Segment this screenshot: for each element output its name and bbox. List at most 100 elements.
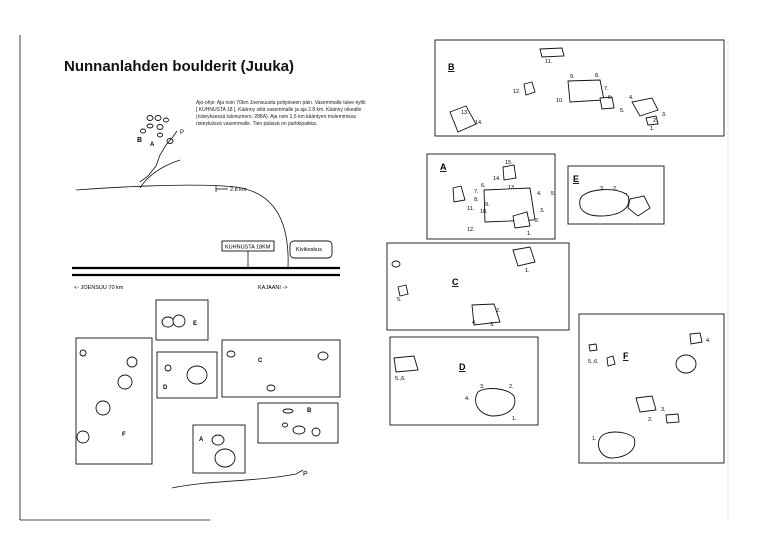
overview-boulder — [292, 425, 306, 435]
boulder-number: 2. — [535, 218, 540, 224]
overview-area-e — [155, 299, 209, 341]
overview-boulder — [172, 314, 186, 328]
boulder-number: 1. — [512, 416, 517, 422]
overview-boulder — [282, 408, 294, 414]
boulder-f-big — [675, 354, 697, 374]
boulder-f-3 — [635, 395, 657, 413]
boulder-b-6 — [599, 96, 615, 110]
overview-boulder — [95, 400, 111, 416]
boulder-e-main — [579, 189, 630, 217]
inset-boulder — [163, 117, 169, 123]
inset-label-b: B — [137, 137, 142, 144]
kivikeskus-sign — [289, 240, 333, 259]
boulder-f-1 — [598, 431, 636, 459]
boulder-c-5 — [397, 284, 409, 297]
inset-boulder — [146, 115, 154, 121]
boulder-number: 1. — [650, 126, 655, 132]
overview-label-d: D — [163, 385, 168, 391]
boulder-number: 13. — [461, 110, 469, 116]
overview-boulder — [126, 356, 138, 368]
boulder-b-13 — [449, 105, 477, 133]
boulder-b-12 — [523, 81, 536, 96]
overview-boulder — [76, 430, 90, 444]
boulder-f-small — [588, 343, 598, 352]
inset-boulder — [146, 123, 154, 129]
overview-boulder — [161, 316, 175, 328]
boulder-number: 6. — [608, 95, 613, 101]
access-path — [139, 130, 178, 183]
boulder-number: 11. — [545, 59, 553, 65]
joensuu-direction: <- JOENSUU 70 km — [74, 285, 124, 291]
overview-boulder — [79, 349, 87, 357]
overview-boulder — [282, 422, 288, 428]
boulder-number: 10. — [556, 98, 564, 104]
inset-parking-label: P — [180, 130, 184, 136]
boulder-number: 3. — [540, 208, 545, 214]
boulder-number: 2. — [648, 417, 653, 423]
boulder-number: 4. — [706, 338, 711, 344]
overview-boulder — [211, 434, 225, 446]
area-b-frame — [434, 39, 725, 137]
overview-label-c: C — [258, 358, 263, 364]
page-title: Nunnanlahden boulderit (Juuka) — [64, 58, 295, 75]
inset-boulder — [156, 124, 164, 130]
boulder-b-4 — [631, 97, 659, 117]
boulder-number: 5.,6. — [395, 376, 406, 382]
overview-label-b: B — [307, 408, 312, 414]
area-a-frame — [426, 153, 556, 240]
area-e-label: E — [573, 174, 579, 184]
boulder-number: 8. — [474, 197, 479, 203]
boulder-a-15 — [502, 164, 517, 181]
overview-area-c — [221, 339, 341, 398]
boulder-number: 1. — [592, 436, 597, 442]
boulder-e-1 — [627, 195, 651, 217]
overview-area-f — [75, 337, 153, 465]
overview-area-d — [156, 351, 218, 399]
boulder-number: 7. — [604, 86, 609, 92]
area-f-frame — [578, 313, 725, 464]
boulder-c-1 — [512, 246, 536, 267]
kuhnusta-sign-text: KUHNUSTA 18KM — [225, 245, 271, 251]
overview-label-f: F — [122, 432, 126, 438]
boulder-number: 14. — [493, 176, 501, 182]
area-map-f: F 5.,6. 4. 3. 2. 1. — [578, 313, 725, 464]
boulder-d-main — [475, 388, 516, 417]
overview-boulder — [311, 427, 321, 437]
boulder-number: 4. — [537, 191, 542, 197]
overview-boulder — [164, 364, 172, 372]
boulder-number: 5.,6. — [588, 359, 599, 365]
boulder-number: 2. — [509, 384, 514, 390]
area-b-label: B — [448, 62, 455, 72]
boulder-number: 3. — [662, 112, 667, 118]
kivikeskus-text: Kivikeskus — [296, 247, 322, 253]
area-c-frame — [386, 242, 570, 331]
boulder-number: 5. — [397, 297, 402, 303]
boulder-number: 14. — [475, 120, 483, 126]
boulder-number: 3. — [480, 384, 485, 390]
boulder-number: 2. — [613, 186, 618, 192]
distance-label: 2.8 km — [230, 187, 247, 193]
boulder-number: 6. — [481, 183, 486, 189]
area-map-d: D 5.,6. 3. 2. 4. 1. — [389, 336, 539, 426]
boulder-number: 4. — [629, 95, 634, 101]
overview-boulder — [266, 384, 276, 392]
boulder-b-9 — [567, 79, 605, 103]
overview-map: B A P 2.8 km KUHNUSTA 18KM Kivikeskus — [72, 115, 340, 291]
area-d-frame — [389, 336, 539, 426]
area-map-c: C 1. 5. 2. 4. 3. — [386, 242, 570, 331]
boulder-c-small — [391, 260, 401, 268]
boulder-c-2 — [471, 303, 501, 326]
boulder-f-2 — [665, 413, 680, 424]
access-road — [139, 159, 181, 189]
area-map-a: A 15. 14. 6. 13. 4. 5. 7. 8. 9. 11. 18. … — [426, 153, 556, 240]
boulder-number: 9. — [485, 202, 490, 208]
overview-parking-label: P — [303, 471, 308, 478]
boulder-number: 12. — [467, 227, 475, 233]
boulder-a-2 — [512, 211, 531, 229]
boulder-number: 5. — [551, 191, 556, 197]
boulder-number: 12. — [513, 89, 521, 95]
boulder-number: 18. — [480, 209, 488, 215]
boulder-b-11 — [539, 47, 565, 58]
boulder-number: 3. — [661, 407, 666, 413]
